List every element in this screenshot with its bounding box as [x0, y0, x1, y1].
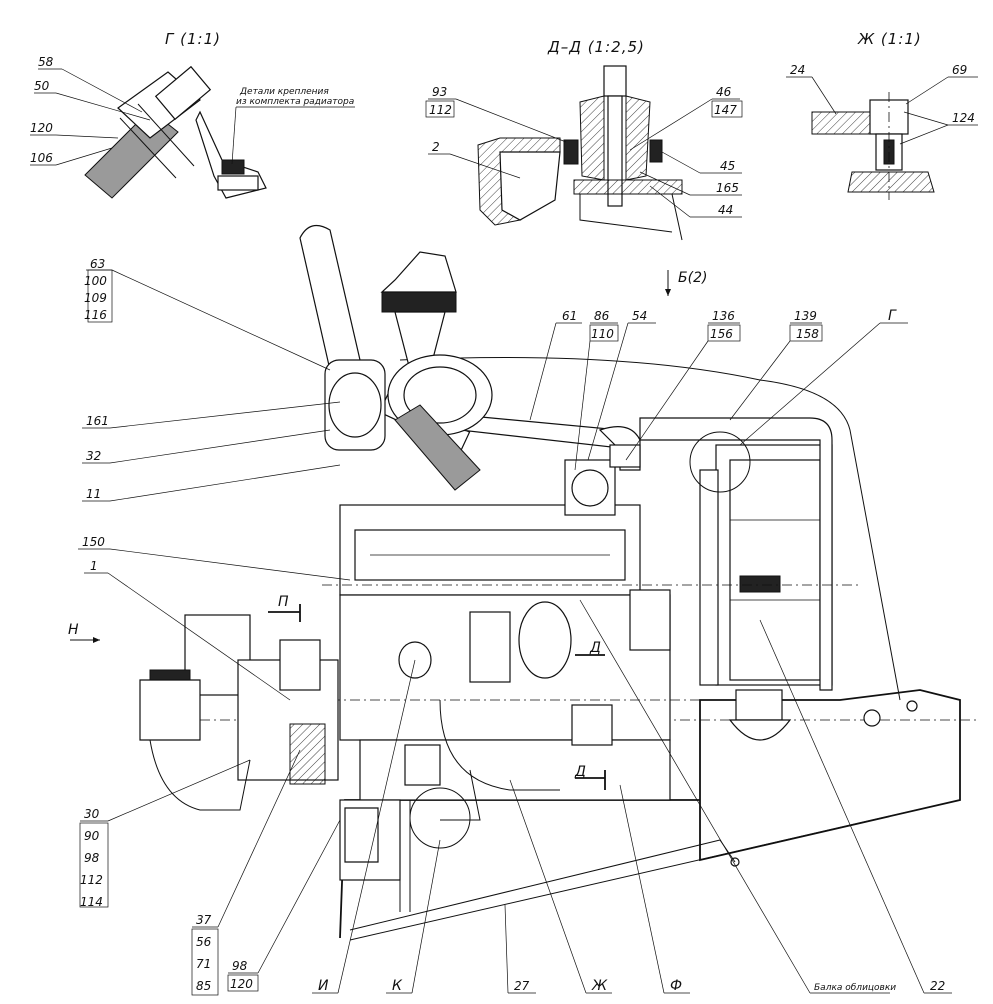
detail-circle-zh: [409, 787, 471, 849]
label-139: 139: [794, 309, 817, 323]
radiator: [639, 417, 833, 741]
label-120-bottom: 120: [230, 977, 253, 991]
view-title-zh: Ж (1:1): [857, 30, 922, 48]
label-150: 150: [82, 535, 105, 549]
cab-contour: [399, 357, 901, 701]
engine-block: [322, 504, 860, 801]
label-106: 106: [30, 151, 53, 165]
marker-n: Н: [68, 622, 79, 638]
label-114: 114: [80, 895, 103, 909]
label-11: 11: [86, 487, 101, 501]
air-cleaner: [299, 224, 493, 491]
view-title-dd: Д–Д (1:2,5): [547, 38, 645, 56]
label-165: 165: [716, 181, 739, 195]
label-109: 109: [84, 291, 107, 305]
label-37: 37: [196, 913, 212, 927]
marker-d-lower: Д: [574, 764, 586, 780]
detail-view-zh: Ж (1:1) 24 69 124: [786, 30, 978, 200]
label-61: 61: [562, 309, 577, 323]
label-93: 93: [432, 85, 447, 99]
label-98-bottom: 98: [232, 959, 248, 973]
note-radiator-line2: из комплекта радиатора: [236, 97, 354, 107]
label-i: И: [318, 978, 329, 994]
label-90: 90: [84, 829, 100, 843]
view-marker-b: Б(2): [678, 270, 707, 286]
label-1: 1: [90, 559, 98, 573]
label-50: 50: [34, 79, 50, 93]
label-136: 136: [712, 309, 735, 323]
main-view: Б(2): [68, 224, 980, 996]
label-k: К: [392, 978, 403, 994]
label-46: 46: [716, 85, 732, 99]
detail-view-g: Г (1:1) 58 50 120 106 Детали крепления и…: [30, 30, 355, 199]
label-71: 71: [196, 957, 211, 971]
label-161: 161: [86, 414, 109, 428]
label-112-dd: 112: [429, 103, 452, 117]
label-27: 27: [514, 979, 530, 993]
label-zh: Ж: [591, 978, 608, 994]
section-marker-d-lower: Д: [574, 764, 606, 790]
marker-d-upper: Д: [589, 640, 601, 656]
label-24: 24: [790, 63, 805, 77]
view-title-g: Г (1:1): [165, 30, 221, 48]
label-22: 22: [930, 979, 945, 993]
section-marker-p: П: [268, 594, 301, 622]
section-marker-d-upper: Д: [575, 640, 605, 656]
flywheel-housing: [139, 614, 401, 881]
marker-g-main: Г: [888, 308, 897, 324]
label-120-g: 120: [30, 121, 53, 135]
label-56: 56: [196, 935, 212, 949]
label-98-left: 98: [84, 851, 100, 865]
label-100: 100: [84, 274, 107, 288]
label-86: 86: [594, 309, 610, 323]
label-54: 54: [632, 309, 647, 323]
label-110: 110: [591, 327, 614, 341]
label-112-left: 112: [80, 873, 103, 887]
note-radiator-line1: Детали крепления: [239, 87, 329, 97]
label-85: 85: [196, 979, 211, 993]
fitting-drawing: [811, 92, 935, 200]
label-63: 63: [90, 257, 105, 271]
label-45: 45: [720, 159, 735, 173]
label-32: 32: [86, 449, 101, 463]
label-f: Ф: [670, 978, 682, 994]
label-116: 116: [84, 308, 107, 322]
clamp-assembly-drawing: [84, 65, 267, 199]
label-30: 30: [84, 807, 100, 821]
label-2: 2: [432, 140, 440, 154]
view-marker-n: Н: [68, 622, 100, 643]
marker-p: П: [278, 594, 289, 610]
label-158: 158: [796, 327, 819, 341]
note-balka: Балка облицовки: [814, 983, 896, 993]
label-124: 124: [952, 111, 975, 125]
label-44: 44: [718, 203, 733, 217]
label-147: 147: [714, 103, 737, 117]
label-69: 69: [952, 63, 967, 77]
mount-section-drawing: [477, 65, 683, 241]
detail-view-dd: Д–Д (1:2,5) 93 112 2 46 147 45 165: [425, 38, 743, 241]
detail-circle-g: [689, 431, 751, 493]
label-58: 58: [38, 55, 54, 69]
label-156: 156: [710, 327, 733, 341]
